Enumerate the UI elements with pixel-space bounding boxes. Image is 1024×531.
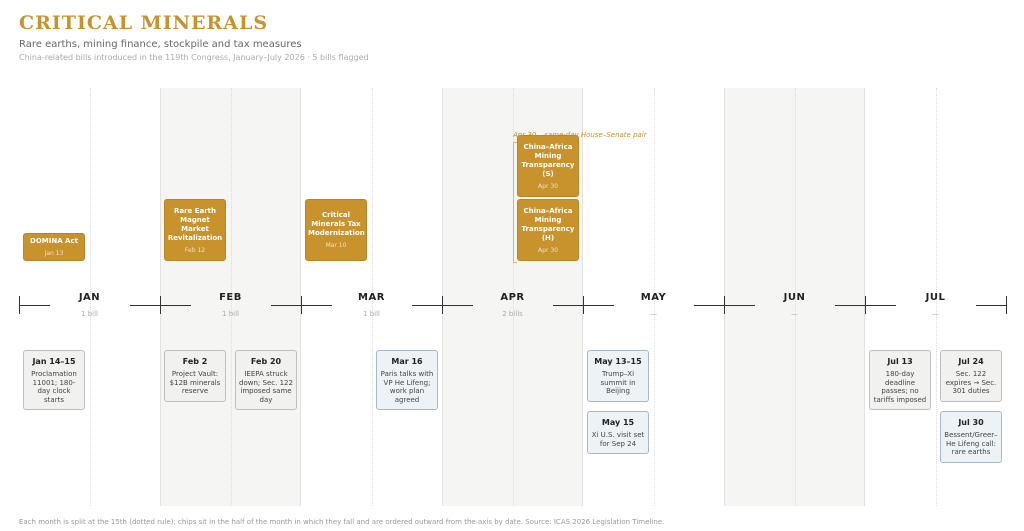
axis-line xyxy=(411,305,442,306)
bill-date: Jan 13 xyxy=(44,250,64,257)
bill-date: Apr 30 xyxy=(538,182,558,190)
same-day-pair-bracket xyxy=(513,142,517,263)
page-meta: China-related bills introduced in the 11… xyxy=(19,53,369,62)
event-text: Xi U.S. visit set for Sep 24 xyxy=(591,431,645,448)
event-date: May 13–15 xyxy=(594,357,642,366)
event-text: Bessent/Greer–He Lifeng call: rare earth… xyxy=(944,431,998,456)
axis-line xyxy=(552,305,583,306)
bill-name: Critical Minerals Tax Modernization xyxy=(308,211,365,237)
event-text: Sec. 122 expires → Sec. 301 duties xyxy=(945,370,997,395)
event-text: Proclamation 11001; 180-day clock starts xyxy=(31,370,77,404)
axis-tick xyxy=(160,296,161,314)
month-count: 1 bill xyxy=(222,310,239,318)
axis-line xyxy=(129,305,160,306)
bill-name: Rare Earth Magnet Market Revitalization xyxy=(167,206,223,242)
mid-month-rule xyxy=(935,88,937,506)
event-date: May 15 xyxy=(601,418,635,427)
event-text: IEEPA struck down; Sec. 122 imposed same… xyxy=(239,370,293,404)
bill-date: Mar 10 xyxy=(325,242,347,249)
axis-line xyxy=(160,305,191,306)
mid-month-rule xyxy=(794,88,796,506)
event-date: Mar 16 xyxy=(391,357,423,366)
axis-line xyxy=(975,305,1006,306)
event-text: 180-day deadline passes; no tariffs impo… xyxy=(873,370,927,404)
axis-tick xyxy=(1006,296,1007,314)
bill-name: China–Africa Mining Transparency (S) xyxy=(521,142,575,178)
axis-line xyxy=(442,305,473,306)
bill-chip: China–Africa Mining Transparency (S) Apr … xyxy=(517,135,579,197)
event-chip: Feb 2 Project Vault: $12B minerals reserv… xyxy=(164,350,226,402)
axis-line xyxy=(19,305,50,306)
event-chip: Feb 20 IEEPA struck down; Sec. 122 impose… xyxy=(235,350,297,410)
event-chip: Jul 13 180-day deadline passes; no tariff… xyxy=(869,350,931,410)
axis-tick xyxy=(865,296,866,314)
event-date: Feb 2 xyxy=(182,357,208,366)
axis-line xyxy=(301,305,332,306)
mid-month-rule xyxy=(89,88,91,506)
bill-name: DOMINA Act xyxy=(30,237,78,245)
event-chip: May 15 Xi U.S. visit set for Sep 24 xyxy=(587,411,649,454)
month-count: 1 bill xyxy=(81,310,98,318)
bill-name: China–Africa Mining Transparency (H) xyxy=(521,206,575,242)
month-count: 2 bills xyxy=(502,310,523,318)
event-chip: Jul 24 Sec. 122 expires → Sec. 301 duties xyxy=(940,350,1002,402)
event-date: Jul 13 xyxy=(887,357,913,366)
month-label: FEB xyxy=(219,292,242,303)
axis-line xyxy=(834,305,865,306)
month-count: — xyxy=(932,310,939,318)
month-count: — xyxy=(791,310,798,318)
event-date: Jul 24 xyxy=(958,357,984,366)
axis-line xyxy=(693,305,724,306)
axis-tick xyxy=(442,296,443,314)
event-text: Paris talks with VP He Lifeng; work plan… xyxy=(380,370,434,404)
bill-date: Apr 30 xyxy=(538,246,558,254)
page-subtitle: Rare earths, mining finance, stockpile a… xyxy=(19,39,302,50)
event-date: Feb 20 xyxy=(250,357,282,366)
axis-line xyxy=(583,305,614,306)
bill-chip: China–Africa Mining Transparency (H) Apr … xyxy=(517,199,579,261)
axis-line xyxy=(270,305,301,306)
event-date: Jan 14–15 xyxy=(32,357,76,366)
axis-tick xyxy=(724,296,725,314)
month-label: MAY xyxy=(640,292,667,303)
month-label: MAR xyxy=(358,292,385,303)
mid-month-rule xyxy=(230,88,232,506)
same-day-pair-note: Apr 30 – same-day House–Senate pair xyxy=(513,131,647,139)
page-title: CRITICAL MINERALS xyxy=(19,12,269,34)
mid-month-rule xyxy=(512,88,514,506)
month-label: JUL xyxy=(925,292,946,303)
axis-tick xyxy=(301,296,302,314)
axis-line xyxy=(724,305,755,306)
mid-month-rule xyxy=(371,88,373,506)
month-count: 1 bill xyxy=(363,310,380,318)
event-chip: Jul 30 Bessent/Greer–He Lifeng call: rare… xyxy=(940,411,1002,463)
axis-tick xyxy=(583,296,584,314)
event-text: Trump–Xi summit in Beijing xyxy=(600,370,636,395)
bill-date: Feb 12 xyxy=(184,246,206,254)
month-label: JAN xyxy=(78,292,101,303)
month-label: APR xyxy=(500,292,525,303)
mid-month-rule xyxy=(653,88,655,506)
event-chip: Mar 16 Paris talks with VP He Lifeng; wor… xyxy=(376,350,438,410)
month-label: JUN xyxy=(783,292,806,303)
axis-tick xyxy=(19,296,20,314)
axis-line xyxy=(865,305,896,306)
footnote: Each month is split at the 15th (dotted … xyxy=(19,518,665,526)
event-date: Jul 30 xyxy=(958,418,984,427)
month-count: — xyxy=(650,310,657,318)
event-text: Project Vault: $12B minerals reserve xyxy=(169,370,221,395)
